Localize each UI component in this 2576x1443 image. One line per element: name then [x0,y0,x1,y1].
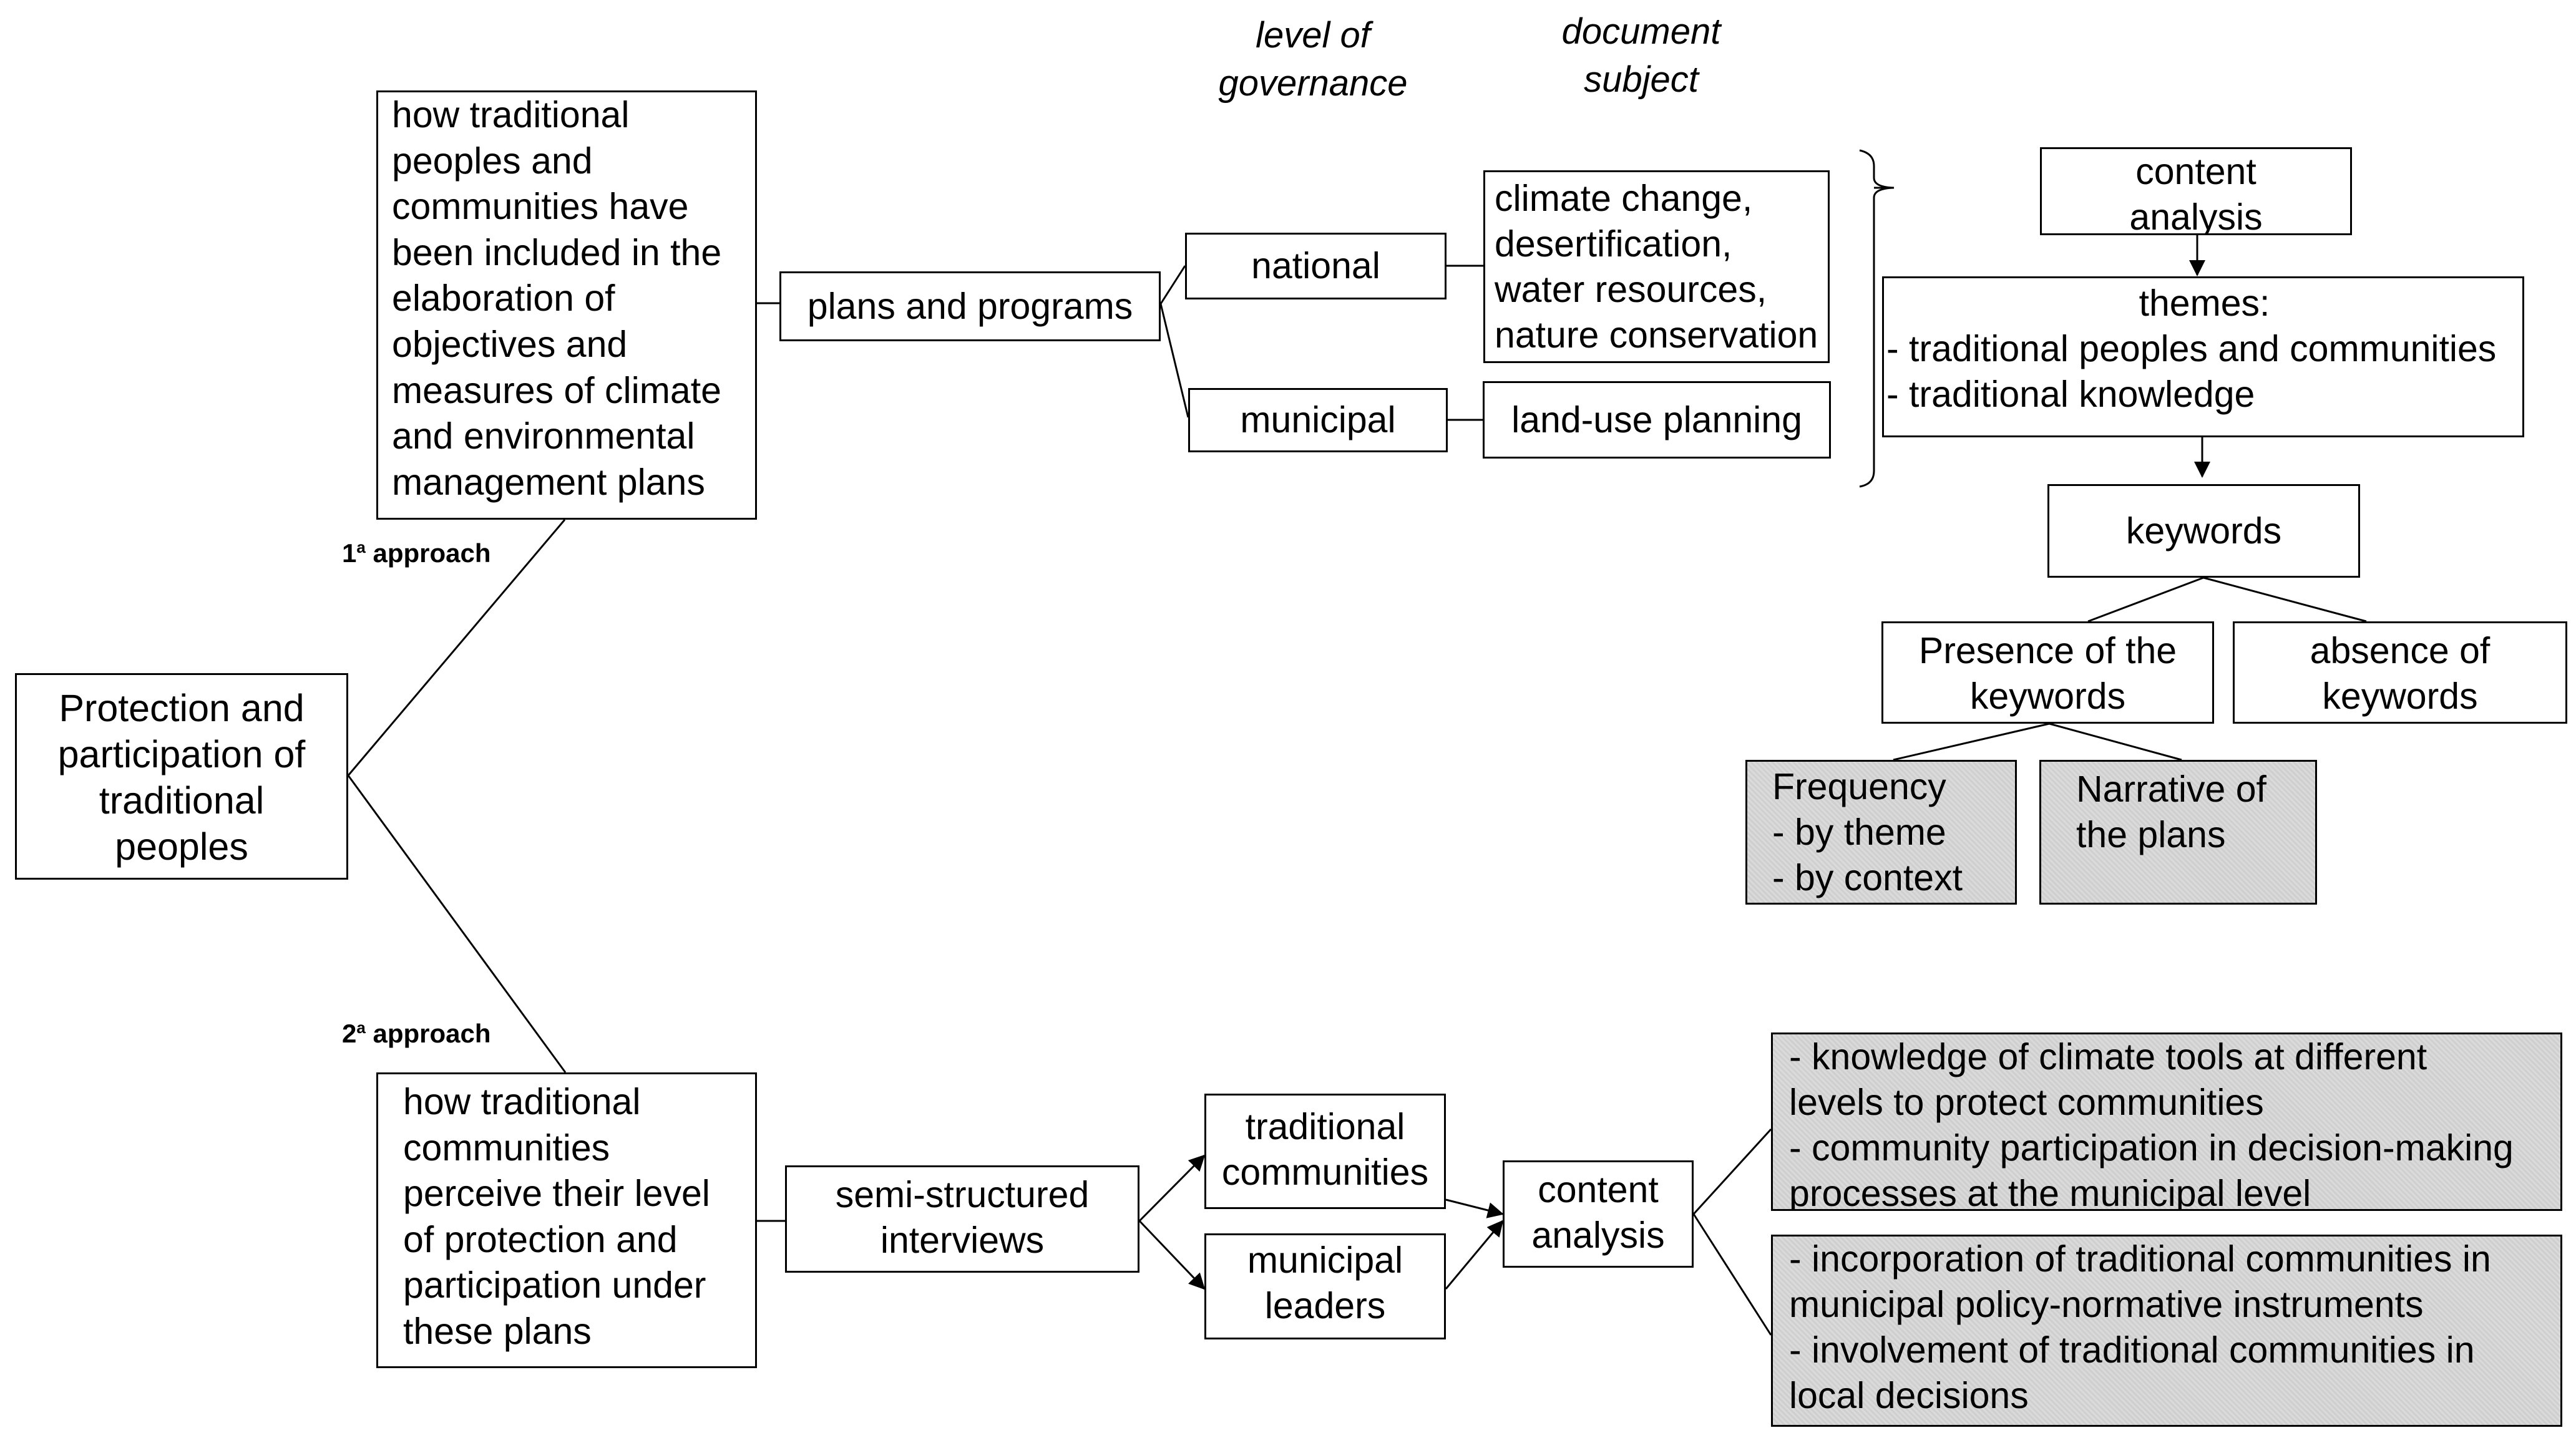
interviews-to-leaders-arrow [1138,1220,1206,1290]
result-1-box: - knowledge of climate tools at differen… [1771,1032,2562,1211]
approach-2-number: 2 [342,1019,357,1048]
root-to-branch2-line [347,775,567,1073]
content-analysis-box-2: content analysis [1503,1160,1694,1268]
traditional-communities-box: traditional communities [1204,1094,1446,1209]
leaders-to-content-arrow [1445,1220,1504,1290]
question-1-box: how traditional peoples and communities … [376,90,757,520]
content-analysis-box-1: content analysis [2040,147,2352,235]
approach-1-text: approach [373,538,491,568]
themes-title: themes: [2139,283,2270,324]
themes-box: themes:- traditional peoples and communi… [1882,276,2524,437]
document-subject-header: document subject [1561,11,1721,100]
municipal-box: municipal [1188,388,1448,452]
narrative-box: Narrative of the plans [2039,760,2317,905]
traditional-to-content-arrow [1445,1198,1504,1218]
keywords-to-presence-line [2087,576,2204,623]
interviews-to-traditional-arrow [1138,1154,1206,1222]
result-2-box: - incorporation of traditional communiti… [1771,1235,2562,1427]
approach-2-label: 2a approach [342,1018,491,1049]
plans-to-national-line [1159,265,1186,304]
approach-2-ordinal: a [356,1018,366,1037]
presence-of-keywords-box: Presence of the keywords [1881,621,2214,724]
themes-item: - traditional peoples and communities [1886,328,2497,369]
keywords-to-absence-line [2203,576,2367,623]
content-to-result2-line [1692,1213,1772,1336]
level-of-governance-header: level of governance [1218,15,1408,104]
subject-bracket [1859,149,1895,488]
approach-1-ordinal: a [356,538,366,556]
absence-of-keywords-box: absence of keywords [2233,621,2567,724]
municipal-leaders-box: municipal leaders [1204,1233,1446,1339]
question-2-box: how traditional communities perceive the… [376,1072,757,1368]
semi-structured-interviews-box: semi-structured interviews [785,1165,1139,1273]
approach-1-number: 1 [342,538,357,568]
root-to-branch1-line [347,519,566,776]
themes-item: - traditional knowledge [1886,374,2255,415]
presence-to-narrative-line [2049,722,2182,761]
approach-2-text: approach [373,1019,491,1048]
frequency-box: Frequency - by theme - by context [1745,760,2017,905]
keywords-box: keywords [2047,484,2360,578]
municipal-subject-box: land-use planning [1483,381,1831,459]
national-box: national [1185,233,1447,299]
presence-to-frequency-line [1893,722,2050,761]
plans-and-programs-box: plans and programs [779,271,1161,341]
national-subject-box: climate change, desertification, water r… [1483,170,1830,363]
content-to-result1-line [1692,1128,1772,1215]
plans-to-municipal-line [1159,303,1189,418]
root-node: Protection and participation of traditio… [15,673,348,880]
approach-1-label: 1a approach [342,538,491,569]
